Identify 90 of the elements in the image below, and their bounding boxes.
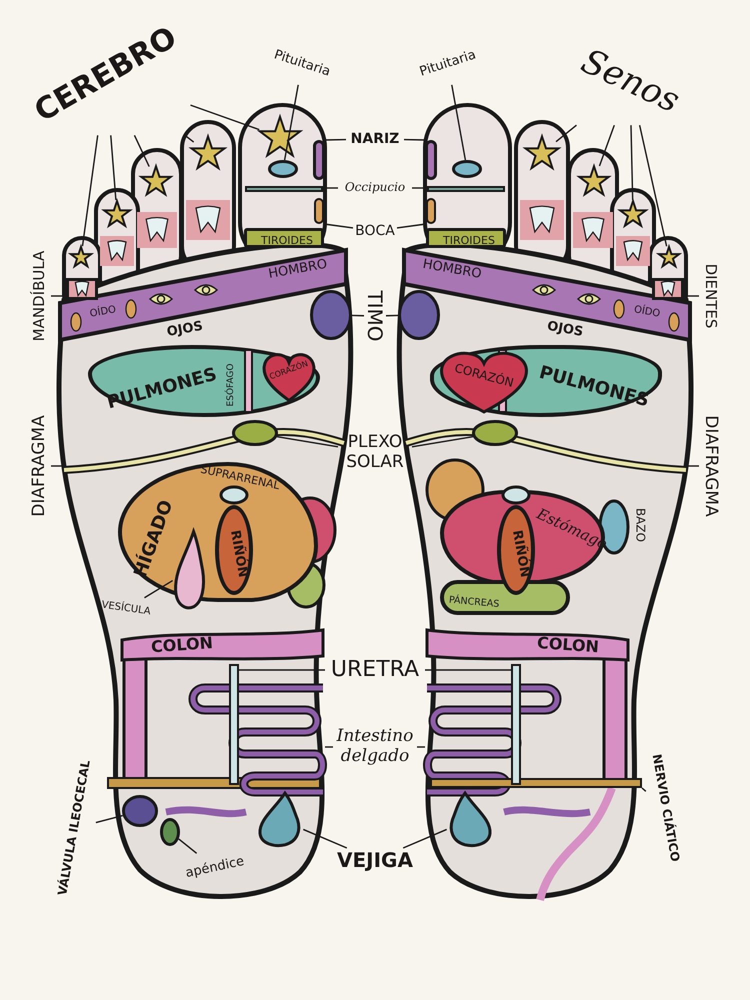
organ-label: RIÑÓN — [226, 529, 250, 579]
leader-line — [630, 125, 634, 200]
callout-label: Occipucio — [338, 180, 412, 196]
leader-line — [451, 84, 466, 160]
leader-line — [598, 124, 615, 166]
oval-shape — [268, 160, 298, 178]
oval-shape — [452, 160, 482, 178]
side-patch — [426, 198, 436, 224]
callout-label: NERVIO CIÁTICO — [646, 742, 684, 874]
leader-line — [386, 314, 398, 316]
leader-line — [82, 135, 98, 246]
leader-line — [325, 746, 333, 748]
callout-label: URETRA — [325, 655, 425, 685]
leader-line — [276, 436, 338, 448]
leader-line — [96, 814, 123, 824]
star-shape — [658, 246, 680, 268]
leader-line — [352, 314, 364, 316]
oval-shape — [160, 818, 180, 846]
callout-label: DIAFRAGMA — [29, 401, 51, 531]
leader-line — [239, 669, 325, 671]
callout-label: VEJIGA — [332, 848, 418, 872]
star-shape — [70, 246, 92, 268]
callout-label: DIENTES — [699, 241, 721, 351]
leader-line — [642, 787, 646, 792]
leader-line — [638, 125, 668, 246]
kidney-shape — [215, 505, 253, 595]
thyroid-band — [426, 228, 506, 248]
leader-line — [686, 465, 699, 467]
star-shape — [258, 115, 302, 159]
side-patch — [314, 198, 324, 224]
callout-label: BOCA — [353, 222, 397, 240]
leader-line — [110, 135, 117, 200]
leader-line — [134, 135, 150, 167]
callout-label: MANDÍBULA — [29, 241, 51, 351]
neck-band — [427, 186, 505, 192]
leader-line — [412, 436, 474, 448]
callout-label: PLEXO SOLAR — [338, 428, 412, 478]
organ-label: RIÑÓN — [508, 529, 532, 579]
leader-line — [51, 465, 64, 467]
organ-label: COLON — [150, 634, 214, 656]
shoulder-band — [58, 248, 348, 343]
circle-shape — [398, 290, 440, 340]
part-label: OJOS — [166, 320, 204, 340]
star-shape — [524, 135, 560, 171]
leader-line — [396, 223, 426, 229]
organ-label: PÁNCREAS — [448, 596, 500, 610]
organ-label: OÍDO — [633, 304, 661, 320]
callout-label: NARIZ — [346, 130, 404, 148]
organ-label: TIROIDES — [261, 234, 313, 248]
leader-line — [303, 828, 348, 849]
leader-line — [184, 134, 194, 143]
heart-shape — [438, 350, 530, 414]
part-label: OJOS — [546, 320, 584, 340]
teardrop-shape — [172, 530, 208, 610]
callout-label: VESÍCULA — [94, 598, 158, 620]
leader-line — [190, 104, 260, 130]
callout-label: Intestino delgado — [333, 722, 417, 772]
organ-label: OÍDO — [89, 304, 117, 320]
organ-label: HOMBRO — [268, 258, 328, 282]
leader-line — [404, 138, 426, 141]
organ-label: HOMBRO — [422, 258, 482, 282]
neck-band — [245, 186, 323, 192]
nerve-bar — [430, 778, 642, 788]
leader-line — [178, 838, 198, 854]
organ-label: ESÓFAGO — [227, 364, 237, 406]
star-shape — [190, 135, 226, 171]
ureter-tube — [511, 664, 521, 785]
star-shape — [619, 200, 647, 228]
star-shape — [578, 165, 610, 197]
side-patch — [313, 140, 325, 180]
side-patch — [425, 140, 437, 180]
leader-line — [284, 84, 299, 160]
organ-label: COLON — [536, 634, 600, 656]
callout-label: DIAFRAGMA — [699, 401, 721, 531]
leader-line — [402, 828, 447, 849]
shoulder-band — [402, 248, 692, 343]
leader-line — [425, 669, 511, 671]
callout-label: TIMO — [364, 286, 386, 346]
leader-line — [324, 223, 354, 229]
circle-shape — [310, 290, 352, 340]
star-shape — [103, 200, 131, 228]
thyroid-band — [244, 228, 324, 248]
ureter-tube — [229, 664, 239, 785]
organ-label: TIROIDES — [443, 234, 495, 248]
leader-line — [417, 746, 425, 748]
leader-line — [324, 138, 346, 141]
star-shape — [140, 165, 172, 197]
heart-shape — [262, 352, 316, 402]
part-label: BAZO — [633, 508, 647, 542]
callout-label: apéndice — [181, 853, 249, 883]
